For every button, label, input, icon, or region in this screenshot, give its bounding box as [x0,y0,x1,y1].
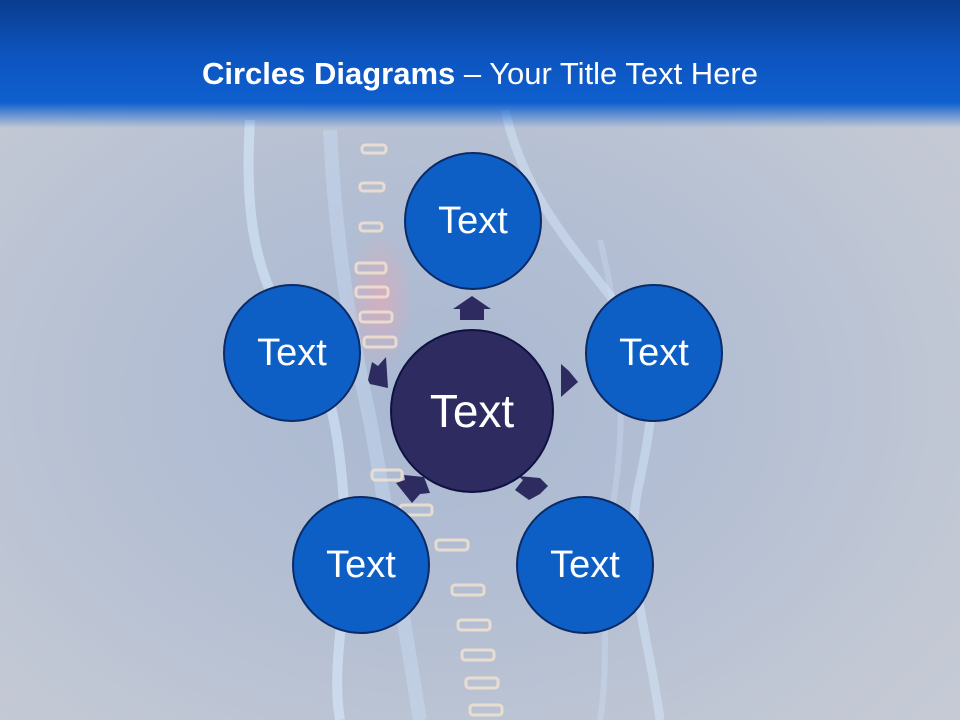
arrow-right [561,364,578,397]
circle-center: Text [390,329,554,493]
title-bar: Circles Diagrams – Your Title Text Here [0,0,960,128]
title-bold: Circles Diagrams [201,56,456,91]
circle-bottom-right: Text [516,496,654,634]
title-rest: Your Title Text Here [489,56,759,91]
circle-bottom-left: Text [292,496,430,634]
title-dash: – [455,56,490,91]
arrow-down-right [515,476,548,500]
arrow-left [368,357,388,388]
circle-left: Text [223,284,361,422]
arrow-up [453,296,491,320]
circle-top: Text [404,152,542,290]
circle-right: Text [585,284,723,422]
slide-title: Circles Diagrams – Your Title Text Here [0,56,960,92]
arrow-down-left [396,475,430,503]
